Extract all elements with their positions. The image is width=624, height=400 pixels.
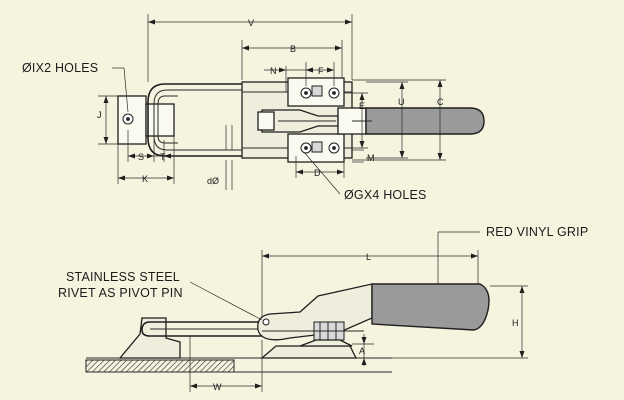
- label-holes-g: ØGX4 HOLES: [344, 188, 427, 202]
- dim-w: W: [213, 382, 222, 392]
- dim-e: E: [359, 101, 365, 111]
- label-holes-i: ØIX2 HOLES: [22, 61, 98, 75]
- side-u-hook: [141, 321, 276, 337]
- dim-d: dØ: [207, 176, 219, 186]
- dim-h: H: [512, 318, 519, 328]
- top-link-clevis: [257, 111, 275, 131]
- dim-n: N: [270, 66, 277, 76]
- dim-f: F: [318, 66, 324, 76]
- dim-v: V: [248, 18, 254, 28]
- dim-m: M: [367, 153, 375, 163]
- label-stainless-line1: STAINLESS STEEL: [66, 270, 180, 284]
- top-rivet-1: [311, 85, 323, 97]
- label-stainless-line2: RIVET AS PIVOT PIN: [58, 286, 183, 300]
- dim-a: A: [359, 346, 365, 356]
- dim-b: B: [290, 44, 296, 54]
- top-catch-plate: [145, 103, 175, 137]
- dim-l: L: [366, 252, 371, 262]
- top-u-hook: [147, 83, 300, 157]
- side-mount-surface-left: [85, 359, 235, 373]
- top-handle-grip: [365, 107, 485, 135]
- dim-t: T: [160, 152, 166, 162]
- side-catch-bracket: [118, 317, 181, 359]
- dim-j: J: [97, 110, 102, 120]
- label-red-vinyl-grip: RED VINYL GRIP: [486, 225, 588, 239]
- side-latch-base: [260, 345, 358, 359]
- dim-d-upper: D: [314, 168, 321, 178]
- dim-c: C: [437, 97, 444, 107]
- side-red-vinyl-grip: [371, 283, 490, 331]
- side-view: L H A W RED VINYL GRIP STAINLESS STEEL R…: [58, 225, 588, 392]
- top-rivet-2: [311, 141, 323, 153]
- top-view: V B N F E U: [22, 14, 485, 202]
- dim-s: S: [138, 152, 144, 162]
- dim-k: K: [142, 174, 148, 184]
- side-pivot-rivet: [262, 318, 270, 326]
- dim-u: U: [398, 97, 405, 107]
